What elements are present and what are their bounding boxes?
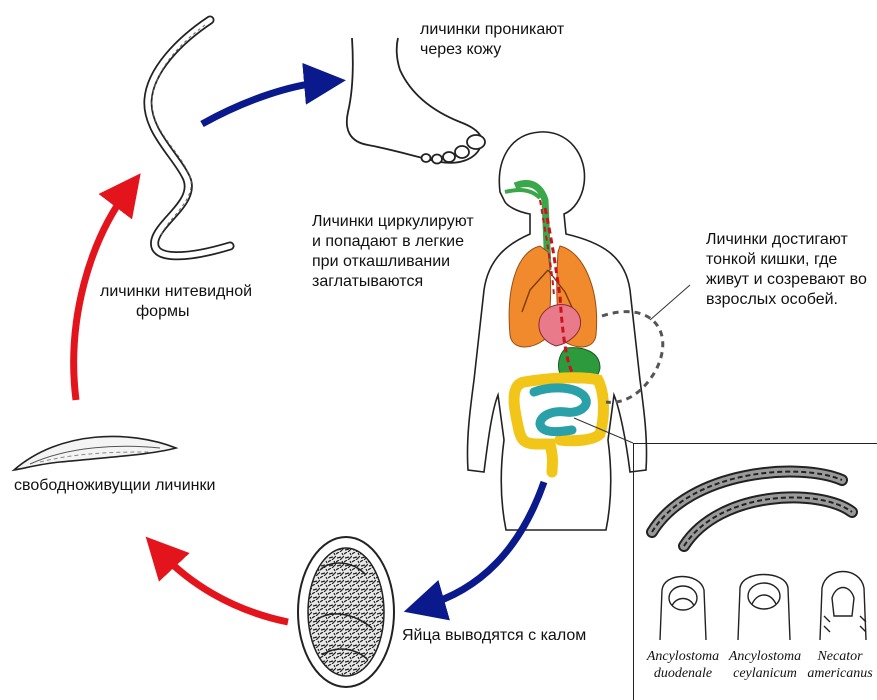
- free-living-larva-illustration: [14, 436, 176, 470]
- label-small-intestine: Личинки достигают тонкой кишки, где живу…: [706, 230, 867, 310]
- label-line: заглатываются: [312, 272, 474, 292]
- label-line: Личинки достигают: [706, 230, 867, 250]
- arrow-egg-to-free-living: [160, 552, 288, 622]
- label-line: при откашливании: [312, 252, 474, 272]
- species-epithet: ceylanicum: [724, 665, 806, 682]
- filariform-larva-illustration: [148, 20, 230, 256]
- label-filariform: личинки нитевидной формы: [100, 282, 252, 322]
- label-line: и попадают в легкие: [312, 232, 474, 252]
- species-genus: Ancylostoma: [724, 648, 806, 665]
- species-epithet: americanus: [804, 665, 876, 682]
- label-free-living: свободноживущии личинки: [14, 476, 215, 496]
- species-genus: Ancylostoma: [642, 648, 724, 665]
- label-line: формы: [100, 302, 252, 322]
- label-line: через кожу: [420, 40, 564, 60]
- label-line: тонкой кишки, где: [706, 250, 867, 270]
- label-line: взрослых особей.: [706, 290, 867, 310]
- human-body-illustration: [467, 132, 646, 530]
- species-label-ceylanicum: Ancylostoma ceylanicum: [724, 648, 806, 682]
- species-genus: Necator: [804, 648, 876, 665]
- label-leader-line: [650, 285, 690, 320]
- label-line: живут и созревают во: [706, 270, 867, 290]
- label-eggs: Яйца выводятся с калом: [402, 626, 586, 646]
- label-circulation: Личинки циркулируют и попадают в легкие …: [312, 212, 474, 292]
- label-line: личинки проникают: [420, 20, 564, 40]
- label-skin-penetration: личинки проникают через кожу: [420, 20, 564, 60]
- label-line: личинки нитевидной: [100, 282, 252, 302]
- label-line: Личинки циркулируют: [312, 212, 474, 232]
- species-label-duodenale: Ancylostoma duodenale: [642, 648, 724, 682]
- species-label-americanus: Necator americanus: [804, 648, 876, 682]
- species-epithet: duodenale: [642, 665, 724, 682]
- egg-illustration: [298, 537, 394, 687]
- arrow-larva-to-skin: [202, 82, 325, 124]
